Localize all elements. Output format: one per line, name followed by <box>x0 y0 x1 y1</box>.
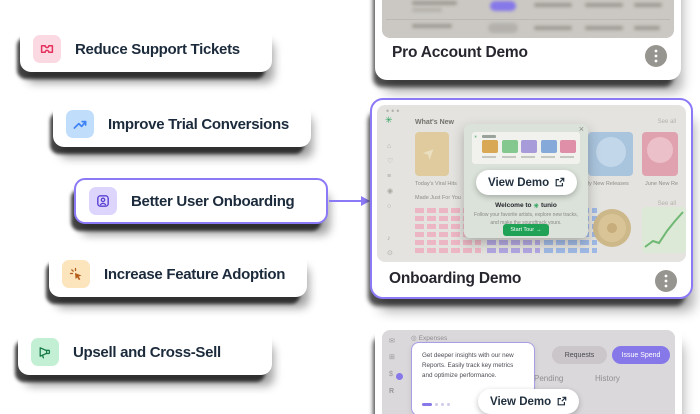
expenses-section-label: ◎ Expenses <box>411 334 448 343</box>
album-card <box>588 132 633 176</box>
see-all-link: See all <box>657 201 676 207</box>
tunio-logo-icon: ✳ <box>474 134 478 139</box>
pin-icon: ◎ <box>411 335 417 342</box>
feature-label: Upsell and Cross-Sell <box>73 343 221 361</box>
more-options-button[interactable] <box>645 45 667 67</box>
preview-section-heading: Made Just For You <box>415 195 461 201</box>
tour-body-text: Follow your favorite artists, explore ne… <box>474 212 578 226</box>
pro-account-preview <box>382 0 674 38</box>
feature-reduce-support-tickets[interactable]: Reduce Support Tickets <box>20 26 272 72</box>
notification-dot <box>396 373 403 380</box>
welcome-line: Welcome to ✳ tunio <box>495 202 557 210</box>
start-tour-button[interactable]: Start Tour → <box>503 224 549 236</box>
album-label: Today's Viral Hits <box>415 181 457 187</box>
settings-icon: ⊙ <box>387 250 393 257</box>
blurred-table-row <box>382 23 674 38</box>
feature-label: Reduce Support Tickets <box>75 40 240 58</box>
demo-card-title: Pro Account Demo <box>392 44 528 61</box>
album-card: ➤ <box>415 132 449 176</box>
pagination-dots <box>422 402 450 406</box>
view-demo-button[interactable]: View Demo <box>478 389 580 414</box>
view-demo-button[interactable]: View Demo <box>476 170 578 195</box>
tunio-logo-icon: ✳ <box>385 115 393 125</box>
more-options-button[interactable] <box>655 270 677 292</box>
cursor-arrow-icon: ➤ <box>419 142 441 164</box>
music-note-icon: ♪ <box>387 235 391 242</box>
preview-section-heading: What's New <box>415 119 455 126</box>
mini-screenshot: ✳ <box>472 132 580 164</box>
search-icon: ○ <box>387 203 392 210</box>
user-card-icon <box>89 187 117 215</box>
kebab-icon <box>654 49 658 63</box>
window-dots-icon: ••• <box>386 106 402 116</box>
mail-icon: ✉ <box>389 338 395 345</box>
tooltip-text: Get deeper insights with our new Reports… <box>422 352 514 379</box>
mini-chart <box>642 207 686 253</box>
grid-icon: ⊞ <box>389 354 395 361</box>
external-link-icon <box>555 177 565 187</box>
heart-icon: ♡ <box>387 158 394 165</box>
home-icon: ⌂ <box>387 143 392 150</box>
issue-spend-button[interactable]: Issue Spend <box>612 346 670 364</box>
feature-better-user-onboarding[interactable]: Better User Onboarding <box>74 178 328 224</box>
album-label: June New Re <box>645 181 679 187</box>
feature-upsell-cross-sell[interactable]: Upsell and Cross-Sell <box>18 329 272 375</box>
feature-label: Better User Onboarding <box>131 192 295 210</box>
album-card <box>642 132 678 176</box>
demo-card-title: Onboarding Demo <box>389 270 522 287</box>
tab-pending[interactable]: Pending <box>534 374 564 383</box>
close-icon[interactable]: × <box>578 124 584 134</box>
click-spark-icon <box>62 260 90 288</box>
kebab-icon <box>664 274 668 288</box>
blurred-table-row <box>382 1 674 17</box>
demo-card-pro-account: Pro Account Demo <box>375 0 681 80</box>
tab-history[interactable]: History <box>595 374 620 383</box>
vinyl-record <box>593 209 631 247</box>
list-icon: ≡ <box>387 173 392 180</box>
feature-label: Increase Feature Adoption <box>104 265 286 283</box>
receipt-icon: R <box>389 388 395 395</box>
megaphone-icon <box>31 338 59 366</box>
demo-card-onboarding: ••• ✳ ⌂ ♡ ≡ ◉ ○ ♪ ⊙ What's New See all S… <box>370 98 693 299</box>
feature-improve-trial-conversions[interactable]: Improve Trial Conversions <box>53 101 311 147</box>
view-demo-label: View Demo <box>488 176 550 189</box>
trend-up-icon <box>66 110 94 138</box>
connector-arrow-icon <box>329 196 370 206</box>
tunio-logo-icon: ✳ <box>533 203 539 210</box>
feature-increase-feature-adoption[interactable]: Increase Feature Adoption <box>49 251 307 297</box>
view-demo-label: View Demo <box>490 395 552 408</box>
onboarding-preview: ••• ✳ ⌂ ♡ ≡ ◉ ○ ♪ ⊙ What's New See all S… <box>377 105 686 262</box>
external-link-icon <box>557 396 567 406</box>
feature-label: Improve Trial Conversions <box>108 115 289 133</box>
people-icon: ◉ <box>387 188 394 195</box>
demo-card-reports: ✉ ⊞ $ R ◎ Expenses Get deeper insights w… <box>375 323 682 414</box>
dollar-icon: $ <box>389 371 393 378</box>
tour-modal: × ✳ View Demo <box>464 124 588 238</box>
reports-preview: ✉ ⊞ $ R ◎ Expenses Get deeper insights w… <box>382 330 675 414</box>
ticket-icon <box>33 35 61 63</box>
requests-button[interactable]: Requests <box>552 346 607 364</box>
see-all-link: See all <box>657 119 676 125</box>
table-row-divider <box>386 19 670 20</box>
album-label: July New Releases <box>582 181 629 187</box>
arrow-right-icon: → <box>536 227 542 233</box>
